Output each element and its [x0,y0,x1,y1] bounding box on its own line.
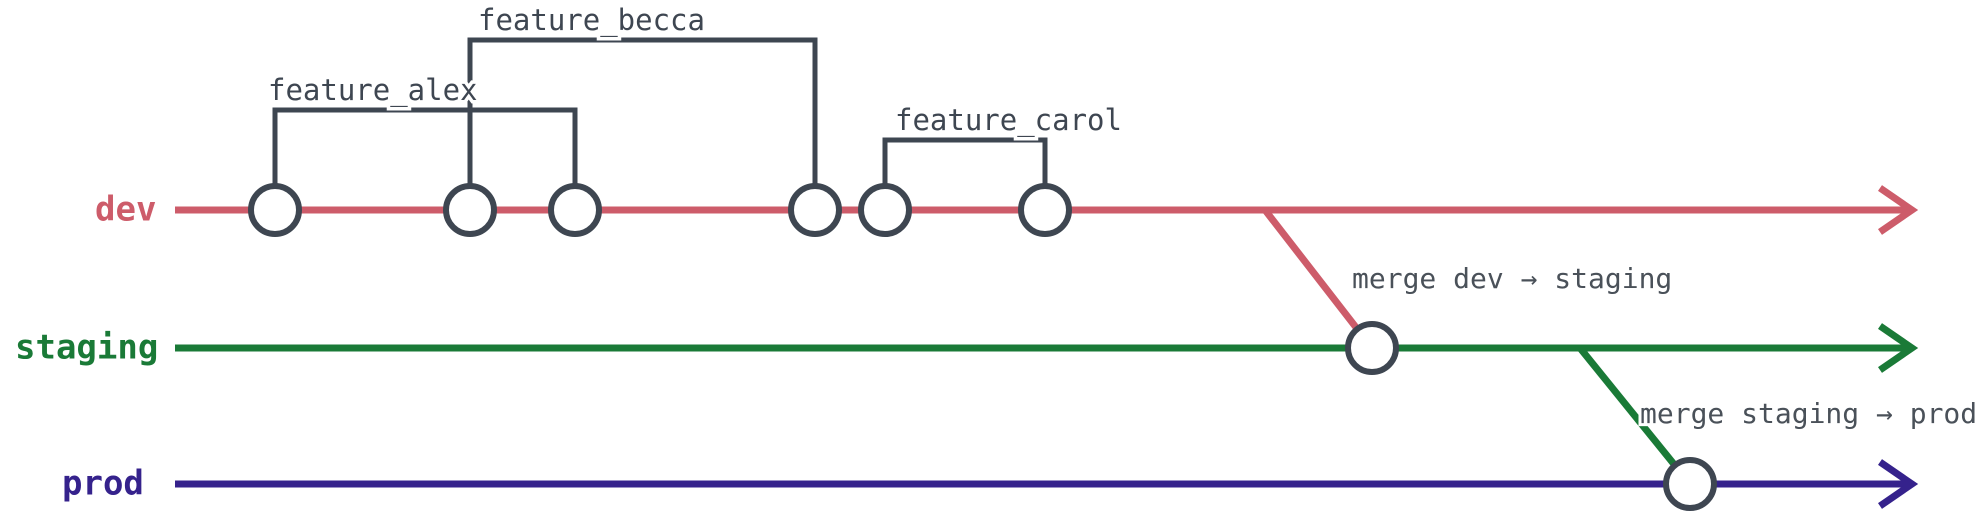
lane-dev: dev [95,185,1919,235]
feature-bracket-feature_alex [272,107,578,210]
feature-label-feature_carol: feature_carol [895,103,1122,138]
feature-branch-labels: feature_alex feature_becca feature_carol [265,0,1126,142]
merge-line-dev-staging [1262,207,1375,351]
feature-bracket-feature_becca [467,37,818,210]
lane-arrow-prod [1878,459,1919,509]
merge-connectors [1262,207,1693,487]
commit-node-dev-5[interactable] [858,183,912,237]
branch-label-dev: dev [95,190,156,230]
commit-node-dev-4[interactable] [788,183,842,237]
commit-node-dev-6[interactable] [1018,183,1072,237]
feature-branch-brackets [272,37,1048,210]
lane-prod: prod [62,459,1919,509]
commit-nodes [248,183,1717,511]
lane-staging: staging [15,323,1919,373]
feature-label-feature_becca: feature_becca [478,3,705,38]
commit-node-dev-2[interactable] [443,183,497,237]
branch-label-staging: staging [15,328,158,368]
commit-node-staging-merge[interactable] [1345,321,1399,375]
merge-labels: merge dev → staging merge staging → prod [1349,259,1975,433]
merge-label-dev-staging: merge dev → staging [1352,262,1672,295]
commit-node-prod-merge[interactable] [1663,457,1717,511]
feature-label-feature_alex: feature_alex [268,73,478,108]
merge-line-staging-prod [1577,345,1693,487]
merge-label-staging-prod: merge staging → prod [1640,397,1975,430]
branch-label-prod: prod [62,464,144,504]
feature-bracket-feature_carol [882,137,1048,210]
commit-node-dev-3[interactable] [548,183,602,237]
commit-node-dev-1[interactable] [248,183,302,237]
lane-arrow-dev [1878,185,1919,235]
lane-arrow-staging [1878,323,1919,373]
